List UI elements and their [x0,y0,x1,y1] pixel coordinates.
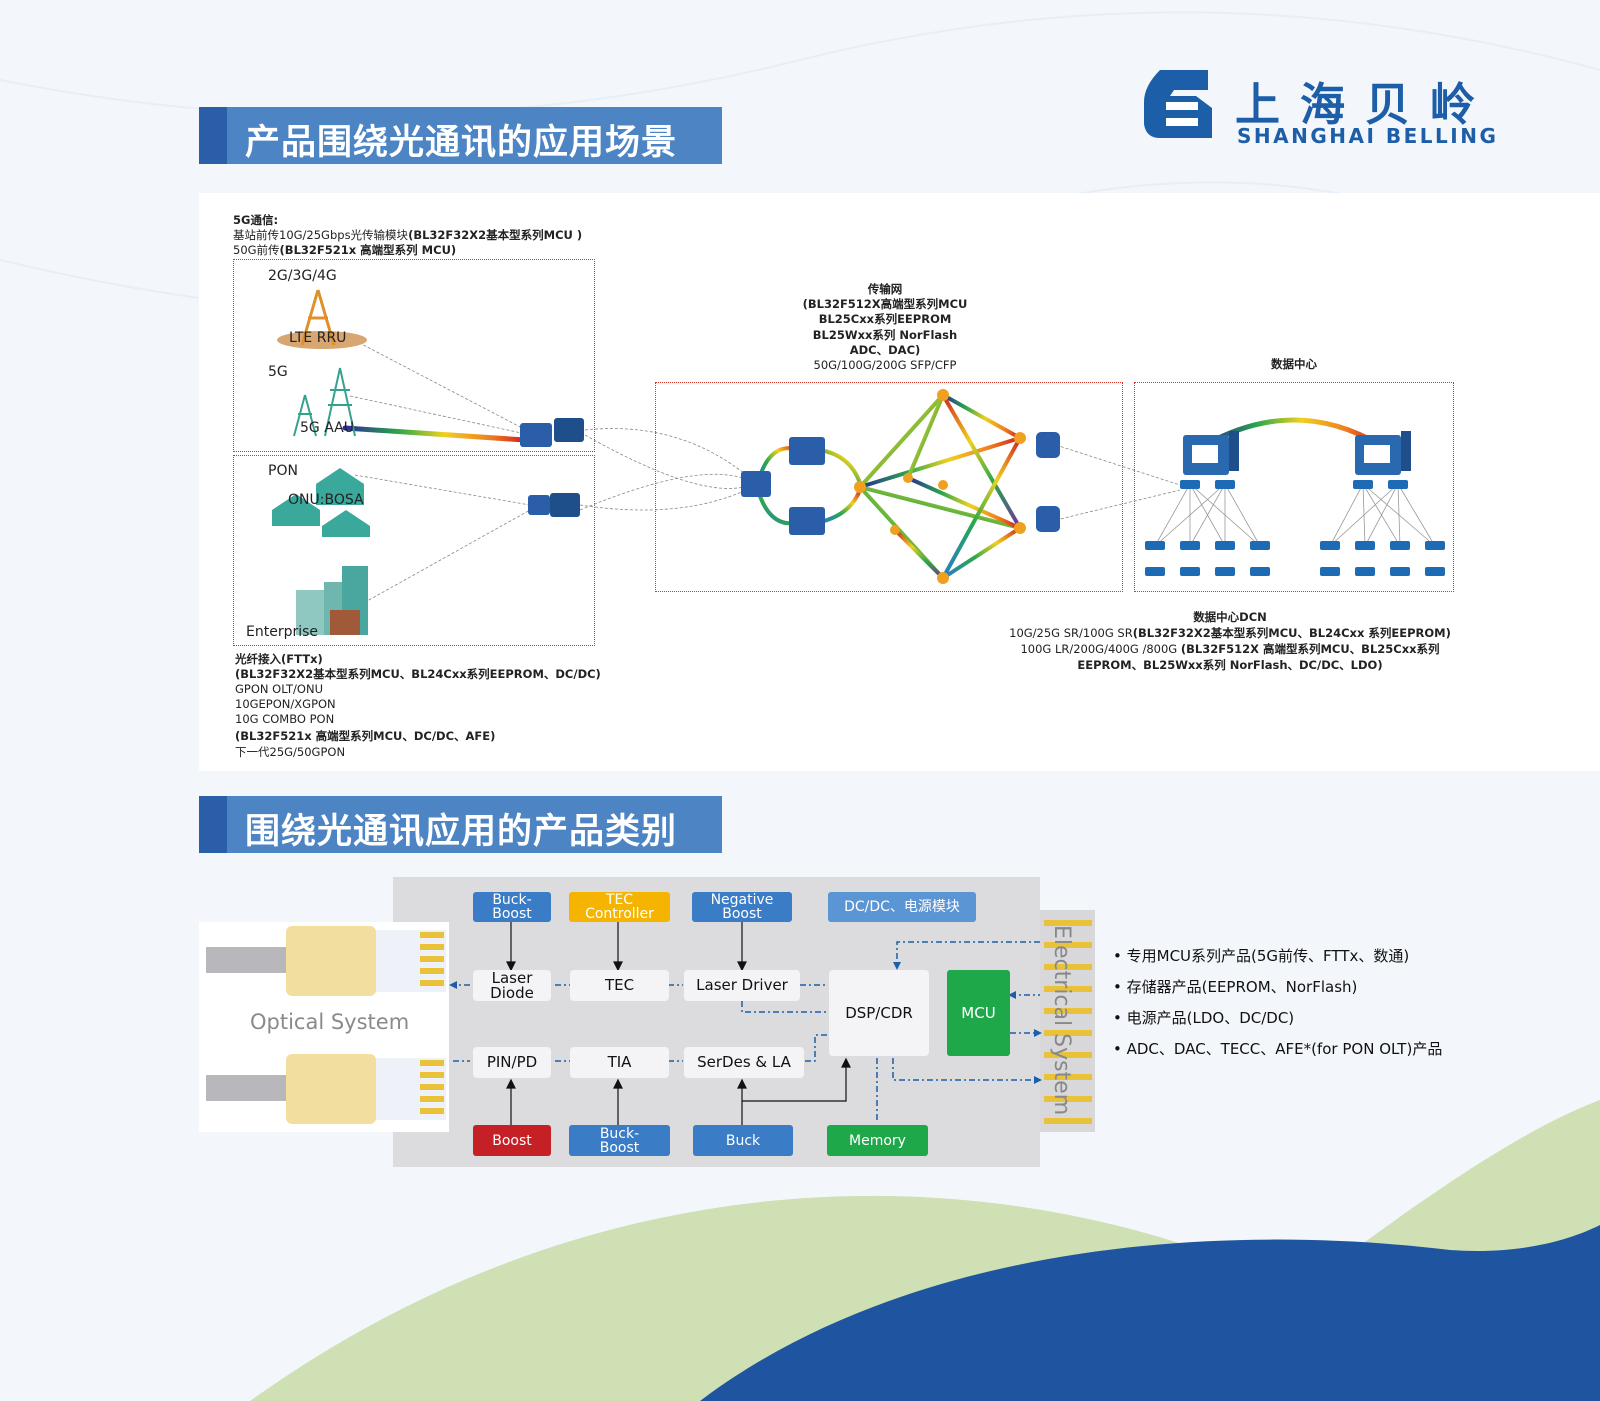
tec-block: TEC [570,970,669,1001]
lte-tower-icon [277,289,367,349]
mcu-chip: MCU [947,970,1010,1056]
module-board [393,877,1040,1167]
access-switch-icon [520,418,584,517]
boost-chip: Boost [473,1125,551,1156]
fttx-title: 光纤接入(FTTx) [235,652,323,666]
fttx-line4: 10G COMBO PON [235,712,335,726]
optical-connector-icon [206,926,446,1124]
section-accent [199,796,227,853]
tia-block: TIA [570,1047,669,1078]
logo-english-name: SHANGHAI BELLING [1237,124,1499,148]
fttx-line6: 下一代25G/50GPON [235,745,346,759]
section-title-bar-products: 围绕光通讯应用的产品类别 [199,796,722,853]
list-item: • 电源产品(LDO、DC/DC) [1113,1009,1295,1027]
transport-frame [655,382,1123,592]
dcn-line1: 10G/25G SR/100G SR(BL32F32X2基本型系列MCU、BL2… [1009,626,1451,640]
enterprise-building-icon [296,566,368,635]
memory-chip: Memory [827,1125,928,1156]
section-title: 产品围绕光通讯的应用场景 [245,123,678,163]
datacenter-title: 数据中心 [1271,357,1317,371]
wireless-frame [233,259,595,452]
dcdc-module-chip: DC/DC、电源模块 [828,892,976,922]
pin-pd-block: PIN/PD [473,1047,551,1078]
house-icon [272,468,370,537]
optical-system-label: Optical System [250,1010,410,1034]
negative-boost-chip: Negative Boost [692,892,792,922]
transport-router-icon [741,437,825,535]
list-item: • 专用MCU系列产品(5G前传、FTTx、数通) [1113,947,1410,965]
transport-line1: (BL32F512X高端型系列MCU [802,297,968,311]
serdes-la-block: SerDes & LA [684,1047,804,1078]
belling-logo-icon [1144,70,1212,138]
product-category-list: • 专用MCU系列产品(5G前传、FTTx、数通) • 存储器产品(EEPROM… [1113,945,1442,1069]
datacenter-frame [1134,382,1454,592]
transport-line3: BL25Wxx系列 NorFlash [812,328,958,342]
label-lte-rru: LTE RRU [289,330,347,346]
fiveg-title: 5G通信: [233,213,279,227]
section-title-bar-scenarios: 产品围绕光通讯的应用场景 [199,107,722,164]
fttx-line3: 10GEPON/XGPON [235,697,336,711]
dcn-title: 数据中心DCN [1193,610,1267,624]
laser-driver-block: Laser Driver [684,970,800,1001]
dsp-cdr-block: DSP/CDR [829,970,929,1056]
list-item: • 存储器产品(EEPROM、NorFlash) [1113,978,1358,996]
buck-boost-bottom-chip: Buck- Boost [569,1125,670,1156]
label-onu-bosa: ONU:BOSA [288,492,364,508]
buck-chip: Buck [693,1125,793,1156]
fttx-line5: (BL32F521x 高端型系列MCU、DC/DC、AFE) [235,729,496,743]
label-enterprise: Enterprise [246,624,319,640]
label-5g-aau: 5G AAU [300,420,354,436]
dcn-line3: EEPROM、BL25Wxx系列 NorFlash、DC/DC、LDO) [1077,658,1383,672]
fiveg-line1: 基站前传10G/25Gbps光传输模块(BL32F32X2基本型系列MCU ) [233,228,583,242]
label-pon: PON [268,463,298,479]
fiveg-line2: 50G前传(BL32F521x 高端型系列 MCU) [233,243,457,257]
label-234g: 2G/3G/4G [268,268,337,284]
dcn-line2: 100G LR/200G/400G /800G (BL32F512X 高端型系列… [1020,642,1440,656]
fttx-line1: (BL32F32X2基本型系列MCU、BL24Cxx系列EEPROM、DC/DC… [235,667,601,681]
fttx-frame [233,455,595,646]
fttx-line2: GPON OLT/ONU [235,682,324,696]
logo-chinese-name: 上海贝岭 [1235,78,1496,131]
transport-line5: 50G/100G/200G SFP/CFP [813,358,957,372]
electrical-system-label: Electrical System [1049,925,1074,1116]
buck-boost-top-chip: Buck- Boost [473,892,551,922]
laser-diode-block: Laser Diode [473,970,551,1001]
5g-tower-icon [293,367,356,437]
list-item: • ADC、DAC、TECC、AFE*(for PON OLT)产品 [1113,1040,1443,1058]
tec-controller-chip: TEC Controller [569,892,670,922]
transport-title: 传输网 [867,282,903,296]
transport-line4: ADC、DAC) [849,343,921,357]
section-title: 围绕光通讯应用的产品类别 [245,812,678,852]
dc-spine-switch-icon [1183,431,1411,475]
section-accent [199,107,227,164]
label-5g: 5G [268,364,288,380]
database-icon [1036,432,1060,532]
transport-line2: BL25Cxx系列EEPROM [818,312,952,326]
